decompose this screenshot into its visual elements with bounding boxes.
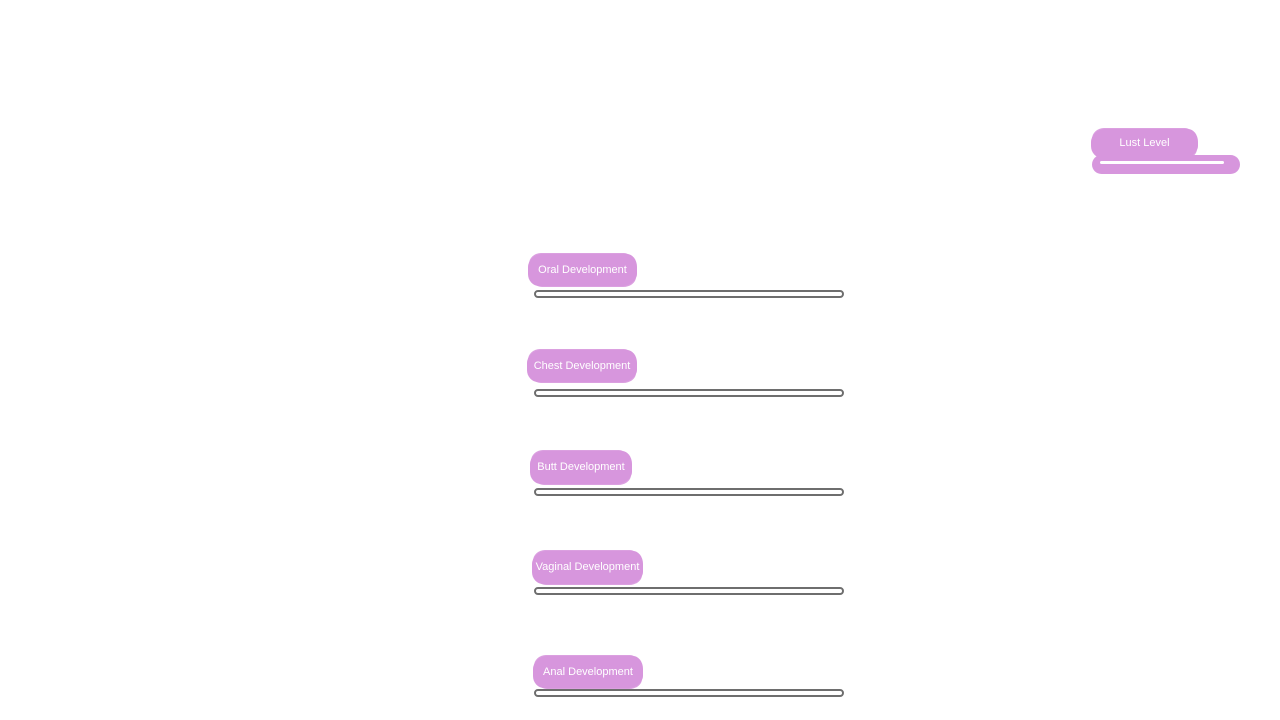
butt-development-label-text: Butt Development xyxy=(537,461,625,473)
vaginal-development-bar xyxy=(534,587,844,595)
lust-level-label-text: Lust Level xyxy=(1119,137,1170,149)
oral-development-bar xyxy=(534,290,844,298)
vaginal-development-label-text: Vaginal Development xyxy=(535,561,640,573)
anal-development-label: Anal Development xyxy=(535,657,641,687)
lust-level-bar xyxy=(1092,155,1240,174)
butt-development-bar xyxy=(534,488,844,496)
anal-development-bar xyxy=(534,689,844,697)
chest-development-label: Chest Development xyxy=(529,351,635,381)
chest-development-label-text: Chest Development xyxy=(533,359,631,372)
vaginal-development-label: Vaginal Development xyxy=(534,552,641,583)
chest-development-bar xyxy=(534,389,844,397)
lust-level-label: Lust Level xyxy=(1093,130,1196,157)
anal-development-label-text: Anal Development xyxy=(543,665,633,678)
oral-development-label-text: Oral Development xyxy=(538,263,627,276)
oral-development-label: Oral Development xyxy=(530,255,635,285)
lust-level-track xyxy=(1100,161,1224,164)
butt-development-label: Butt Development xyxy=(532,452,630,483)
